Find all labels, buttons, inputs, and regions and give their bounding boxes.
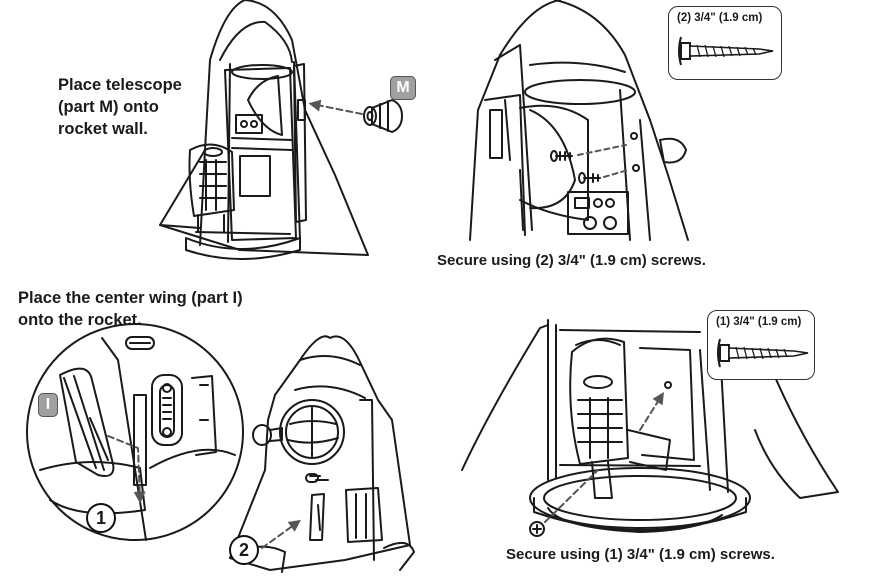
- screws-bottom-caption: Secure using (1) 3/4" (1.9 cm) screws.: [506, 546, 775, 563]
- screw-icon: [550, 150, 601, 184]
- rocket-illustration-step1: [159, 0, 369, 260]
- arrow-dashed: [261, 519, 301, 549]
- screw-icon: [678, 36, 774, 66]
- part-badge-m: M: [390, 76, 416, 100]
- arrow-dashed: [544, 395, 662, 523]
- arrow-dashed: [577, 144, 629, 178]
- screw-callout-label-top: (2) 3/4" (1.9 cm): [677, 12, 763, 24]
- step-number-2: 2: [229, 535, 259, 565]
- rocket-closeup-top: [469, 0, 689, 241]
- screw-callout-label-bottom: (1) 3/4" (1.9 cm): [716, 316, 802, 328]
- screws-top-caption: Secure using (2) 3/4" (1.9 cm) screws.: [437, 252, 706, 269]
- part-badge-i: I: [38, 393, 58, 417]
- arrow-dashed: [308, 99, 363, 115]
- rocket-illustration-step3: [229, 335, 415, 573]
- center-wing-instruction: Place the center wing (part I) onto the …: [18, 289, 243, 329]
- arrow-dashed: [107, 435, 146, 504]
- screw-icon: [717, 338, 809, 368]
- seat-illustration: [461, 319, 839, 533]
- magnified-view: [26, 323, 244, 541]
- screw-callout-top: (2) 3/4" (1.9 cm): [668, 6, 782, 80]
- screw-callout-bottom: (1) 3/4" (1.9 cm): [707, 310, 815, 380]
- telescope-instruction: Place telescope (part M) onto rocket wal…: [58, 76, 182, 138]
- step-number-1: 1: [86, 503, 116, 533]
- telescope-part: [363, 99, 403, 133]
- screw-icon: [529, 521, 545, 537]
